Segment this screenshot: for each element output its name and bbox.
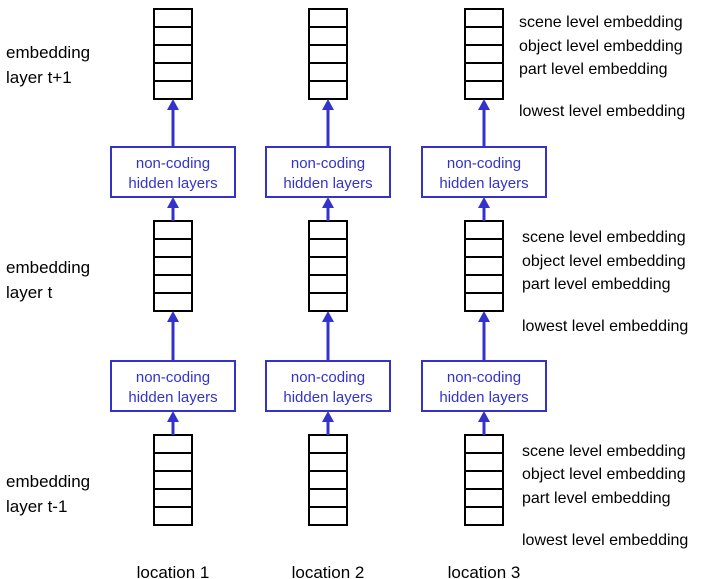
- hidden-layer-label: hidden layers: [283, 175, 372, 192]
- level-label: scene level embedding: [522, 443, 686, 460]
- row-label: embedding: [6, 258, 90, 277]
- hidden-layer-label: hidden layers: [283, 389, 372, 406]
- hidden-layer-label: non-coding: [291, 369, 365, 386]
- level-label: lowest level embedding: [519, 103, 685, 120]
- level-label: lowest level embedding: [522, 532, 688, 549]
- level-label: part level embedding: [522, 276, 671, 293]
- embedding-stack: [464, 8, 504, 100]
- row-label: layer t+1: [6, 68, 72, 87]
- location-label: location 1: [137, 563, 210, 579]
- arrow-head: [478, 411, 490, 422]
- embedding-stack: [153, 220, 193, 312]
- hidden-layer-box: [421, 360, 547, 412]
- level-label: part level embedding: [522, 490, 671, 507]
- level-label: object level embedding: [519, 38, 683, 55]
- arrow-head: [478, 99, 490, 110]
- level-label: object level embedding: [522, 466, 686, 483]
- hidden-layer-box: [110, 146, 236, 198]
- arrow-head: [322, 411, 334, 422]
- arrow-head: [322, 197, 334, 208]
- row-label: embedding: [6, 472, 90, 491]
- level-label: scene level embedding: [522, 229, 686, 246]
- embedding-stack: [308, 434, 348, 526]
- location-label: location 2: [292, 563, 365, 579]
- hidden-layer-label: non-coding: [447, 369, 521, 386]
- hidden-layer-label: non-coding: [136, 155, 210, 172]
- level-label: lowest level embedding: [522, 318, 688, 335]
- arrow-head: [167, 311, 179, 322]
- embedding-stack: [308, 8, 348, 100]
- arrow-head: [167, 411, 179, 422]
- level-label: scene level embedding: [519, 14, 683, 31]
- arrow-head: [167, 99, 179, 110]
- arrow-head: [322, 311, 334, 322]
- hidden-layer-label: non-coding: [447, 155, 521, 172]
- row-label: layer t-1: [6, 497, 67, 516]
- row-label: embedding: [6, 43, 90, 62]
- hidden-layer-label: hidden layers: [128, 175, 217, 192]
- level-label: object level embedding: [522, 253, 686, 270]
- embedding-stack: [153, 8, 193, 100]
- hidden-layer-box: [265, 360, 391, 412]
- row-label: layer t: [6, 283, 53, 302]
- level-label: part level embedding: [519, 61, 668, 78]
- arrow-head: [478, 311, 490, 322]
- hidden-layer-box: [265, 146, 391, 198]
- hidden-layer-label: hidden layers: [439, 389, 528, 406]
- hidden-layer-label: hidden layers: [128, 389, 217, 406]
- location-label: location 3: [448, 563, 521, 579]
- hidden-layer-label: hidden layers: [439, 175, 528, 192]
- embedding-stack: [464, 434, 504, 526]
- embedding-stack: [153, 434, 193, 526]
- arrow-head: [322, 99, 334, 110]
- embedding-stack: [464, 220, 504, 312]
- hidden-layer-label: non-coding: [136, 369, 210, 386]
- hidden-layer-label: non-coding: [291, 155, 365, 172]
- arrow-head: [167, 197, 179, 208]
- embedding-stack: [308, 220, 348, 312]
- arrow-head: [478, 197, 490, 208]
